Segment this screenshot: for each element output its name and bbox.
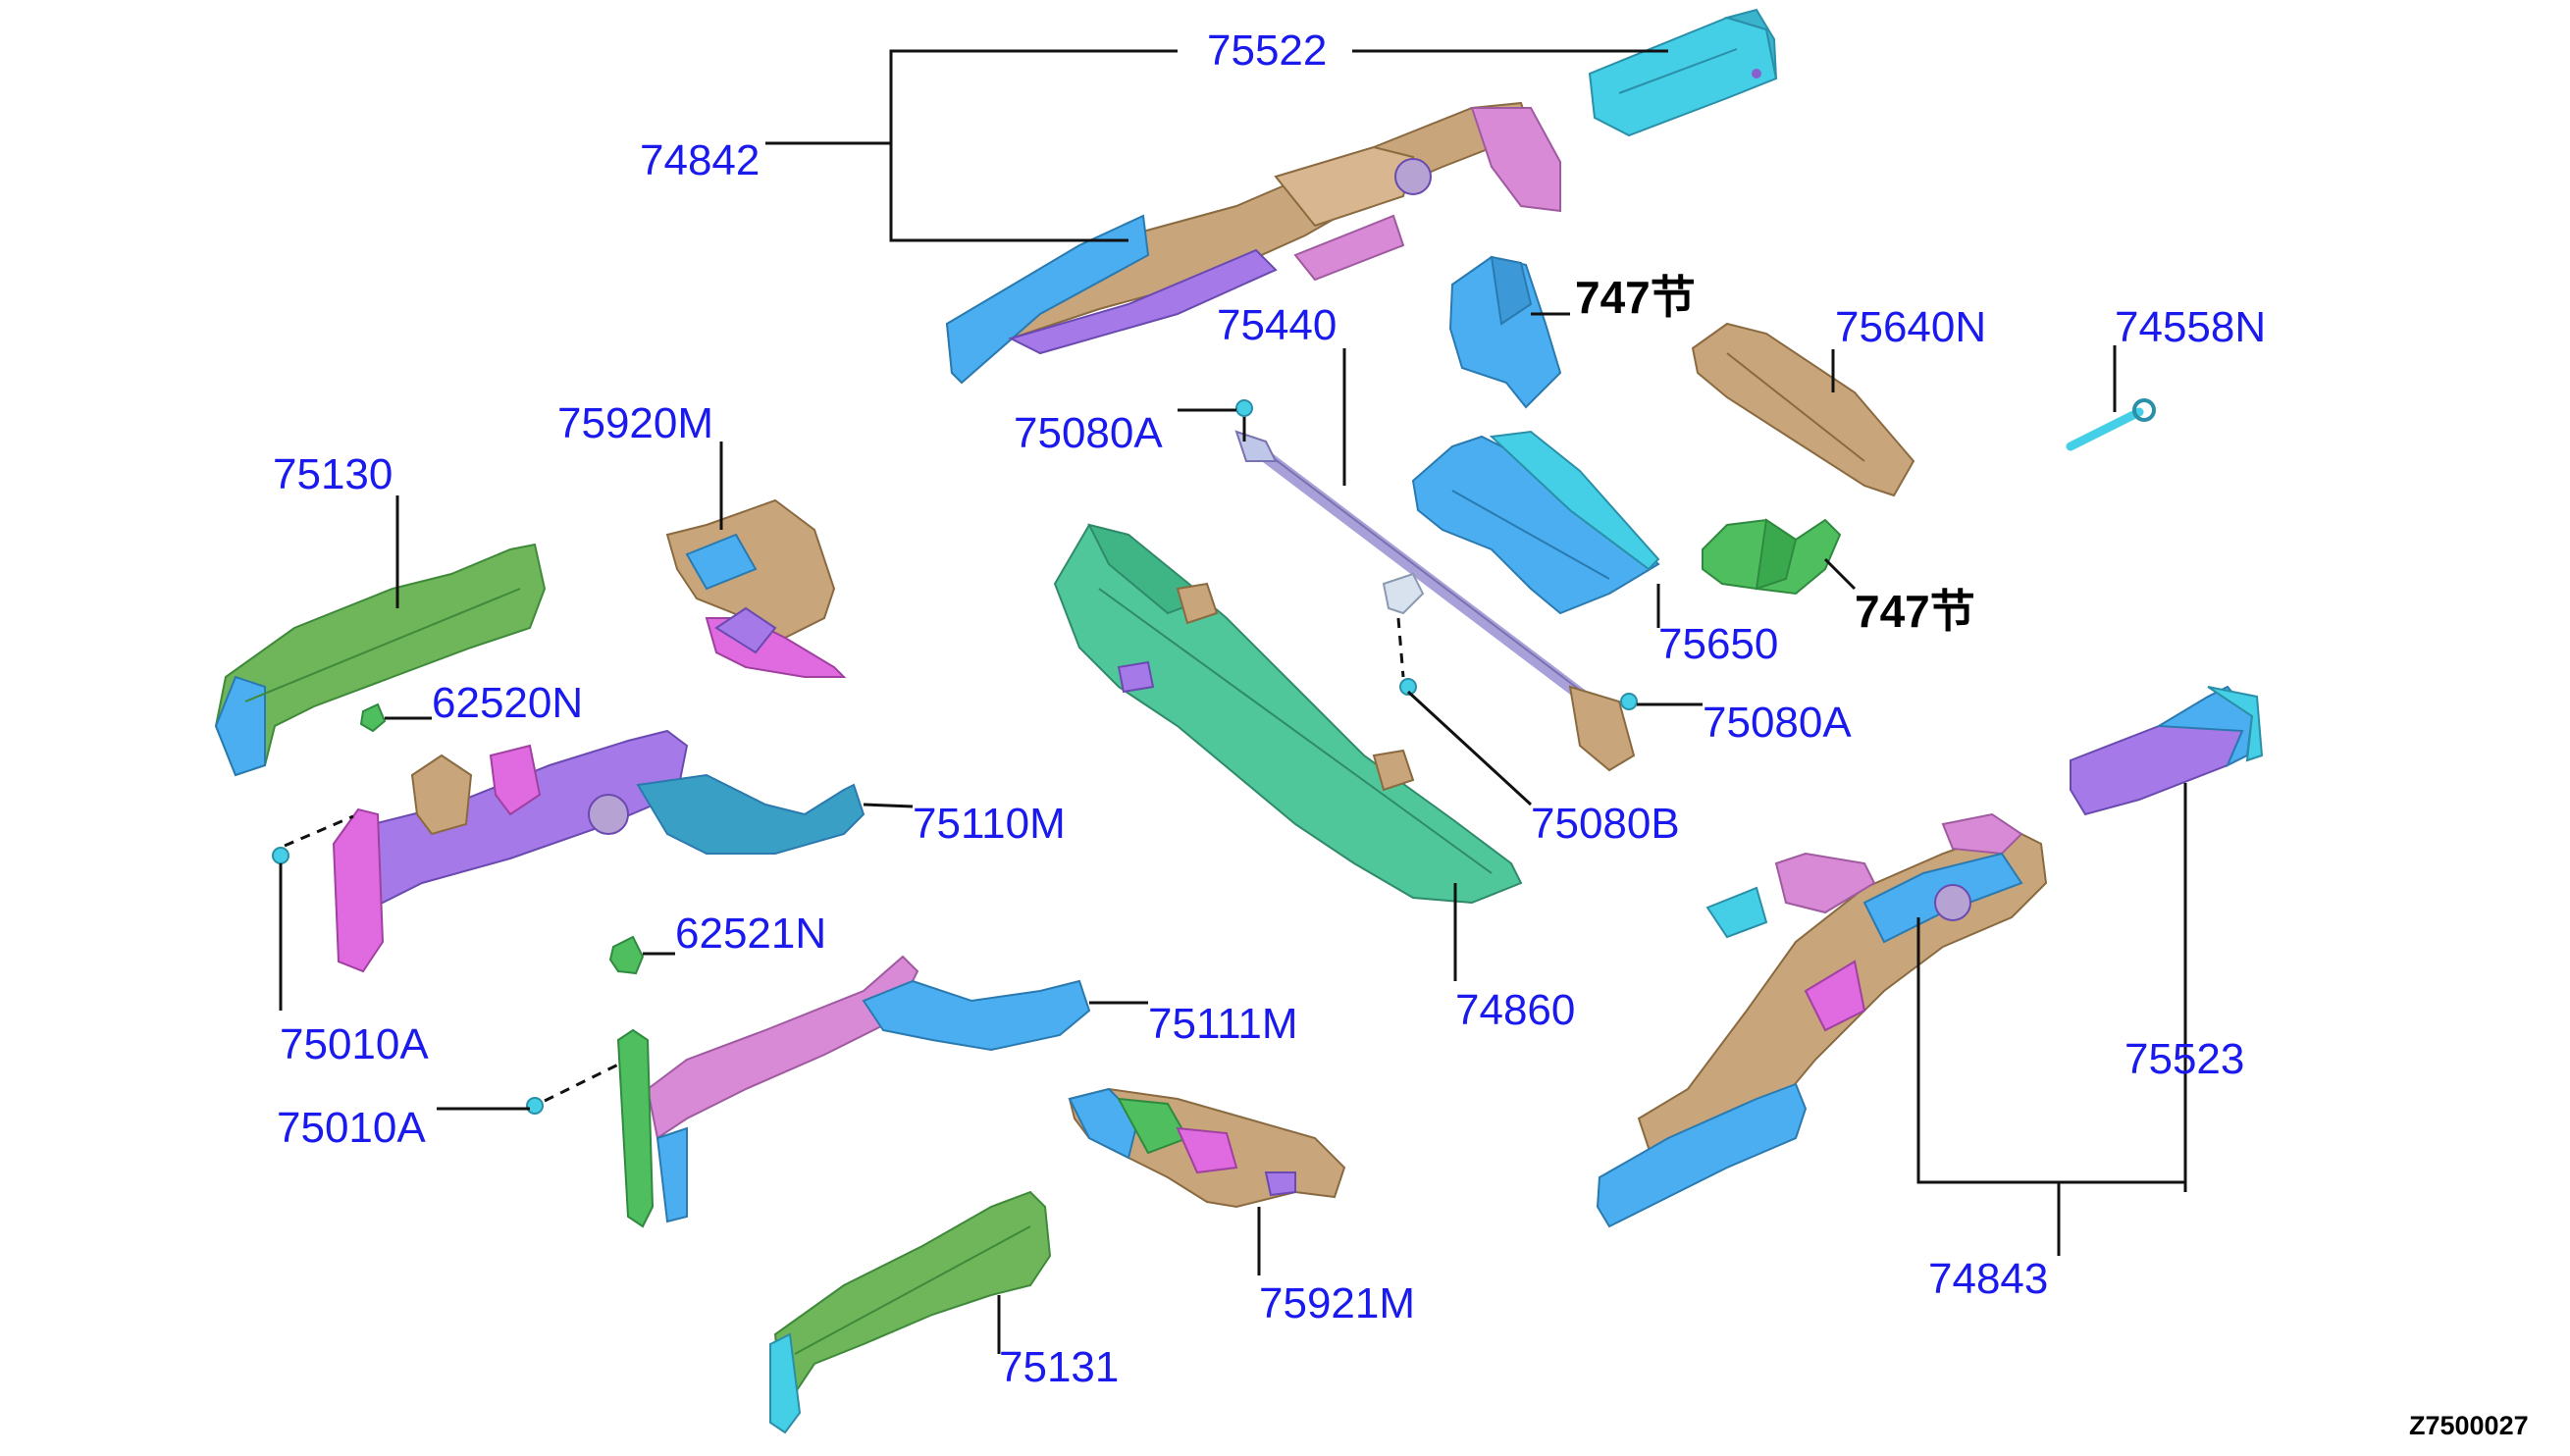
label-74842[interactable]: 74842	[640, 136, 761, 184]
label-74843[interactable]: 74843	[1928, 1255, 2049, 1303]
part-75921M[interactable]	[1068, 1087, 1346, 1209]
label-75080A-upper[interactable]: 75080A	[1014, 409, 1163, 457]
label-75920M[interactable]: 75920M	[557, 399, 714, 447]
part-75650[interactable]	[1411, 430, 1660, 615]
part-75080A-lower[interactable]	[1620, 693, 1638, 710]
part-747-upper[interactable]	[1448, 255, 1562, 409]
leader-75010A-lower-dash	[544, 1063, 619, 1103]
leader-75010A-upper-dash	[284, 814, 354, 848]
label-75010A-upper[interactable]: 75010A	[280, 1020, 429, 1068]
leader-75522-left	[889, 49, 1178, 242]
label-75650[interactable]: 75650	[1658, 620, 1779, 668]
label-747-ref-lower[interactable]: 747节	[1855, 586, 1975, 637]
label-75523[interactable]: 75523	[2124, 1035, 2245, 1083]
leader-75523-74843	[1916, 783, 2187, 1184]
label-75440[interactable]: 75440	[1217, 301, 1337, 349]
label-747-ref-upper[interactable]: 747节	[1575, 272, 1696, 323]
part-75640N[interactable]	[1691, 322, 1915, 497]
label-75110M[interactable]: 75110M	[913, 800, 1066, 848]
label-75522[interactable]: 75522	[1207, 26, 1328, 75]
label-75010A-lower[interactable]: 75010A	[277, 1104, 426, 1152]
leader-747-lower	[1823, 557, 1857, 591]
label-75640N[interactable]: 75640N	[1835, 303, 1987, 351]
label-75921M[interactable]: 75921M	[1259, 1279, 1416, 1327]
part-74860[interactable]	[1053, 523, 1523, 905]
part-75080B[interactable]	[1382, 572, 1425, 696]
part-75010A-upper[interactable]	[272, 847, 289, 864]
part-62520N[interactable]	[359, 702, 387, 733]
part-62521N[interactable]	[608, 935, 645, 975]
leader-75110M	[863, 803, 914, 808]
part-75080A-upper[interactable]	[1235, 399, 1253, 417]
part-74843[interactable]	[1596, 812, 2048, 1228]
label-75080A-lower[interactable]: 75080A	[1703, 699, 1852, 747]
part-75130[interactable]	[214, 543, 547, 777]
label-75111M[interactable]: 75111M	[1148, 1000, 1298, 1048]
label-75130[interactable]: 75130	[273, 450, 393, 498]
leader-75080B-dash	[1396, 617, 1405, 678]
part-75523[interactable]	[2070, 685, 2264, 816]
label-74558N[interactable]: 74558N	[2115, 303, 2267, 351]
leader-75080B	[1406, 690, 1533, 806]
part-75522[interactable]	[1588, 8, 1778, 137]
part-75920M[interactable]	[665, 498, 847, 678]
diagram-id: Z7500027	[2409, 1411, 2529, 1440]
leader-lines	[279, 49, 2187, 1354]
part-747-lower[interactable]	[1702, 518, 1842, 596]
label-75080B[interactable]: 75080B	[1531, 800, 1680, 848]
part-75131[interactable]	[769, 1190, 1052, 1434]
part-75111M[interactable]	[616, 955, 1091, 1228]
part-75440[interactable]	[1234, 430, 1636, 772]
part-74558N[interactable]	[2066, 398, 2156, 451]
part-75010A-lower[interactable]	[526, 1097, 544, 1115]
label-74860[interactable]: 74860	[1455, 986, 1576, 1034]
label-62520N[interactable]: 62520N	[432, 679, 584, 727]
label-62521N[interactable]: 62521N	[675, 910, 827, 958]
part-75110M[interactable]	[332, 729, 865, 973]
label-75131[interactable]: 75131	[999, 1343, 1120, 1391]
